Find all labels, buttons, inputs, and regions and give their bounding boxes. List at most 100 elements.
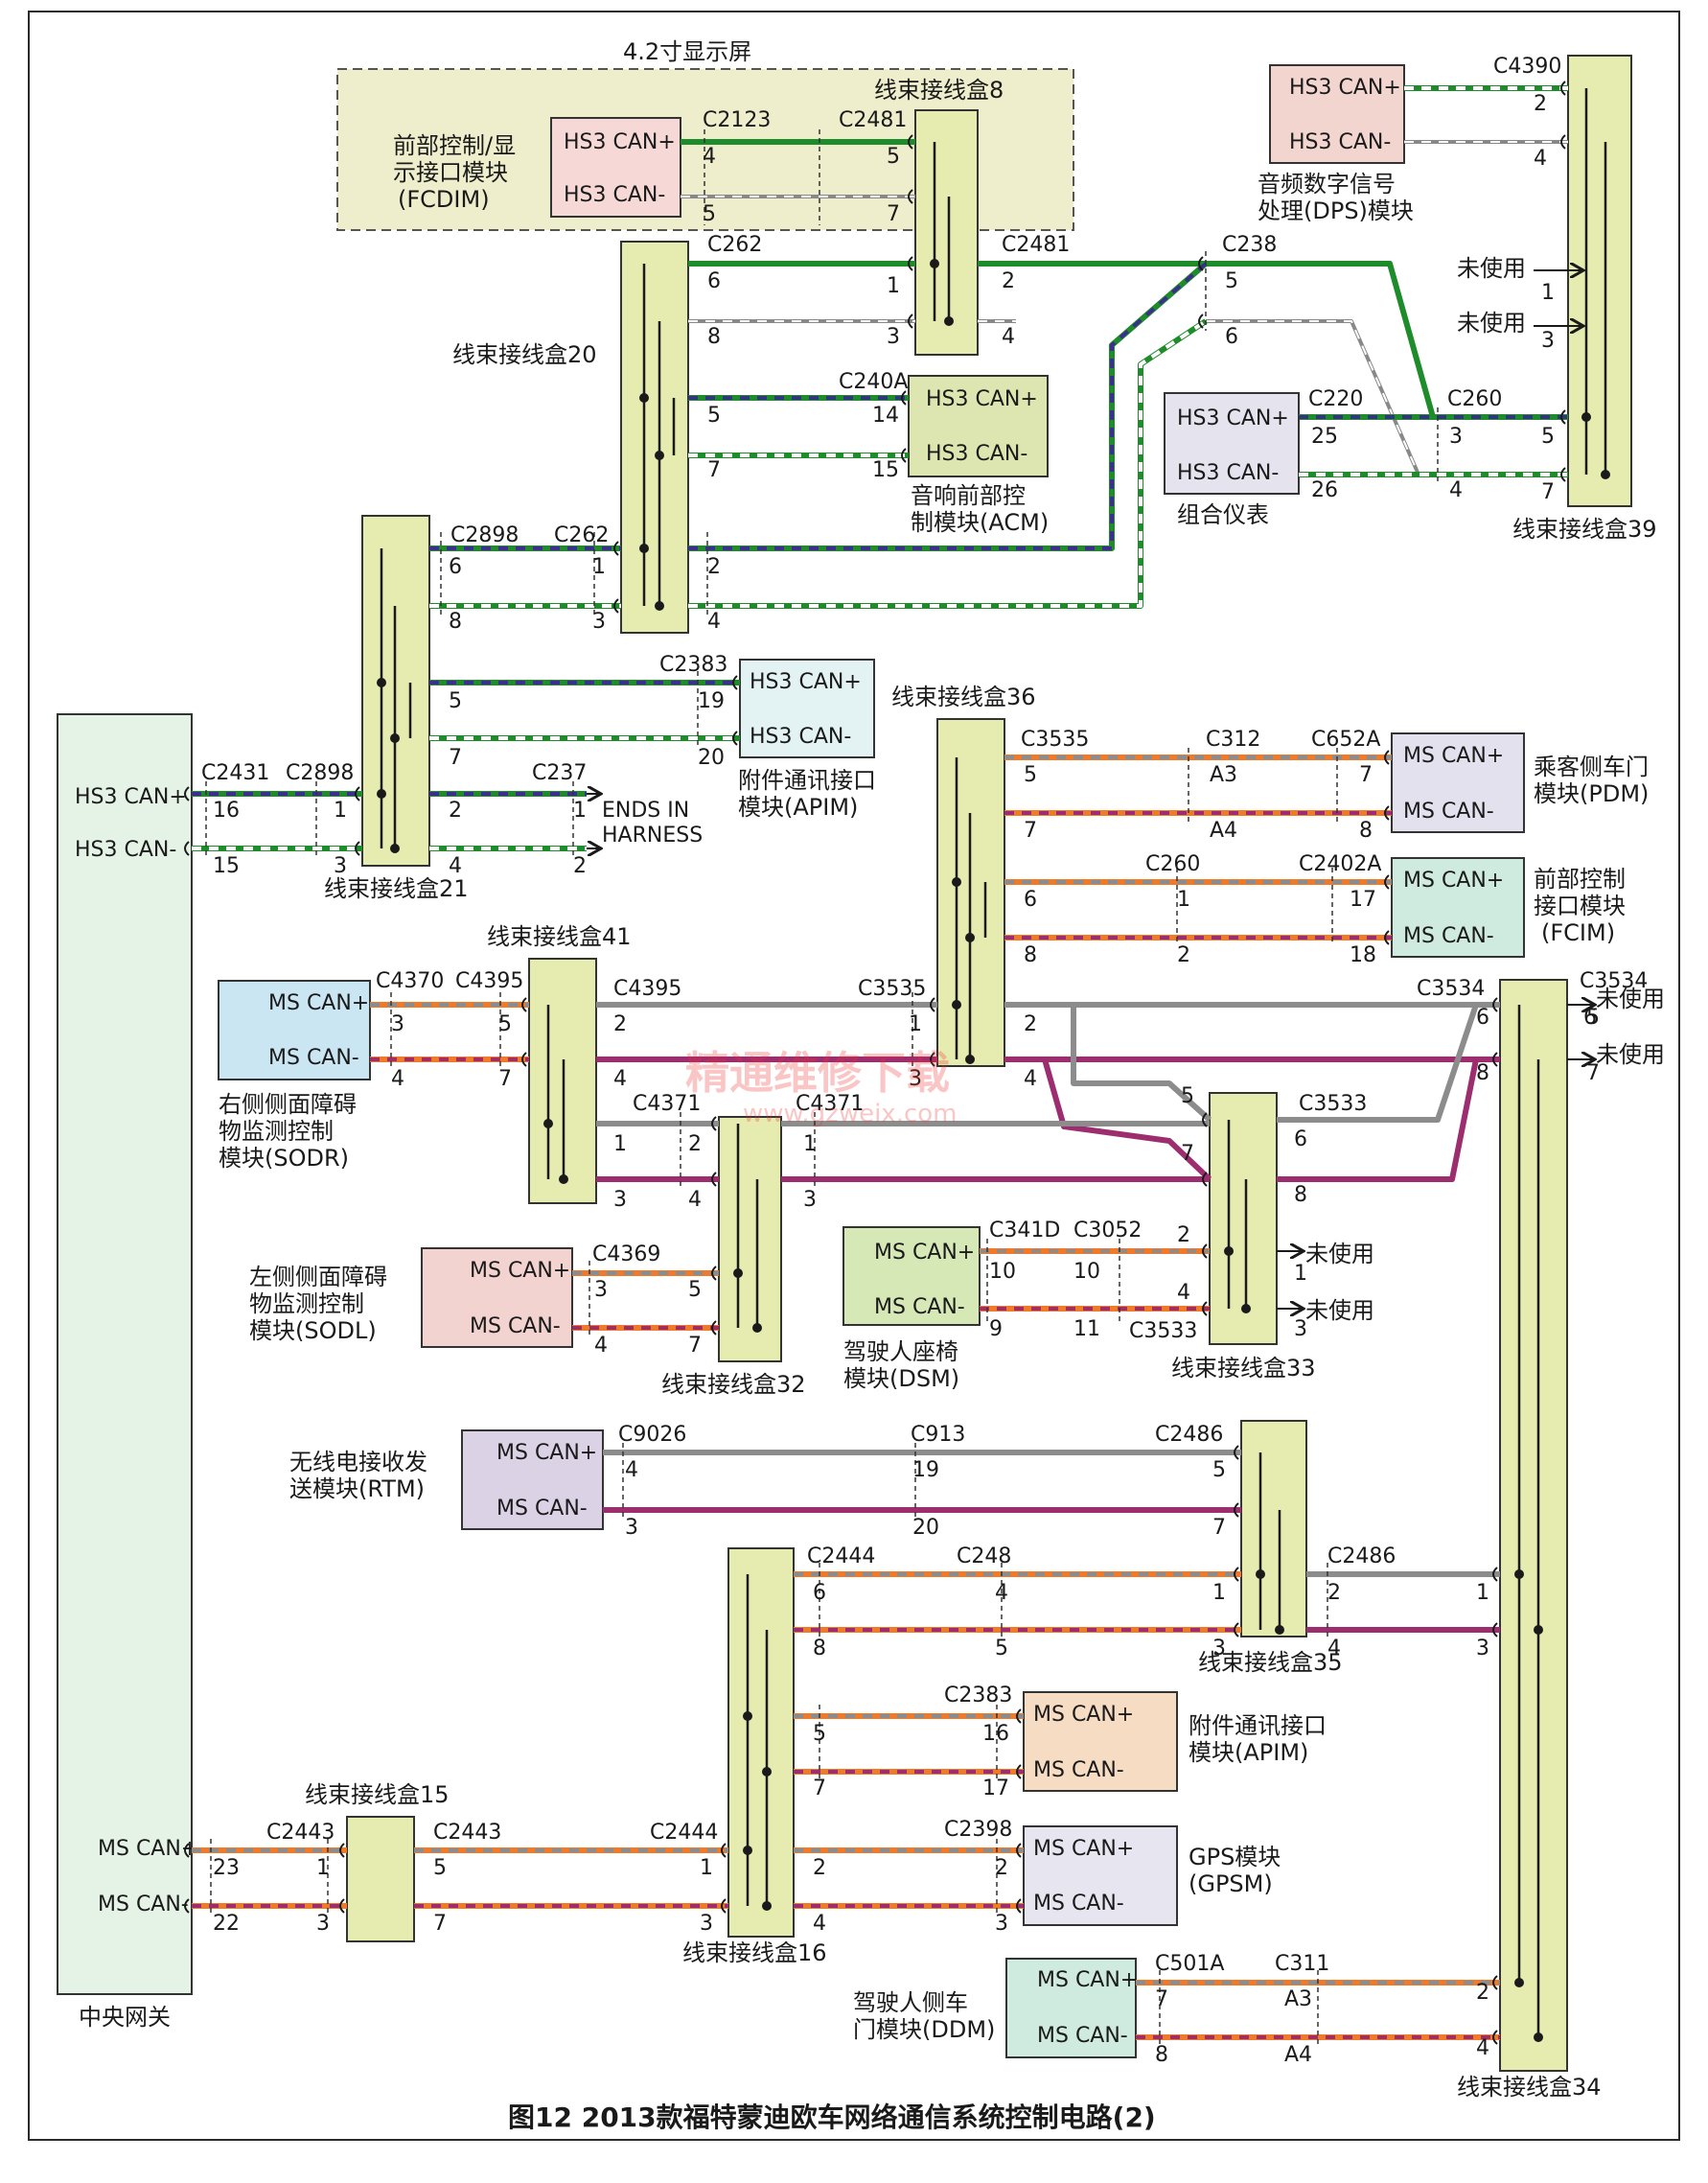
junction-box-35 [1240,1420,1307,1637]
unused-34-7: 未使用 [1596,1041,1665,1068]
splice-dot [743,1846,752,1855]
splice-dot [1241,1304,1251,1313]
pin: 3 [909,1067,922,1091]
conn-c341d: C341D [989,1219,1060,1242]
connector-symbol [1384,750,1390,765]
pin: 7 [707,458,721,482]
pin: 4 [688,1188,702,1212]
pin: 2 [995,1856,1008,1880]
connector-symbol [1492,1975,1498,1990]
gpsm-can-plus: MS CAN+ [1033,1837,1134,1861]
conn-c3535-mid: C3535 [858,977,926,1001]
wire-jb33-to-jb34-minus [1277,1058,1479,1182]
conn-c4371-left: C4371 [633,1092,701,1116]
splice-dot [1256,1569,1265,1579]
conn-c312: C312 [1206,728,1260,752]
ends-in-harness-1: ENDS IN [602,799,689,823]
pin: 16 [213,799,240,823]
connector-labels: C2123 C2481 C2481 C262 C238 C4390 C240A … [201,55,1648,1976]
pin: 3 [391,1012,404,1036]
connector-symbol [721,1843,727,1858]
pin: 8 [1476,1061,1489,1085]
pin: 23 [213,1856,240,1880]
pin: 3 [592,610,606,634]
pin: 1 [592,555,606,579]
conn-c260-mid: C260 [1145,852,1200,876]
module-pin-labels: HS3 CAN+ HS3 CAN- HS3 CAN+ HS3 CAN- HS3 … [268,76,1504,2048]
jb8-label: 线束接线盒8 [874,77,1004,104]
splice-dot [733,1268,743,1278]
pin: 7 [1212,1516,1226,1540]
connector-symbol [1198,314,1204,329]
wire-jb20-4-to-c238 [688,318,1208,609]
module-acm [908,375,1049,477]
pin: 4 [449,854,462,878]
ddm-can-minus: MS CAN- [1037,2024,1128,2048]
fcim-name-1: 前部控制 [1534,866,1626,893]
pin: 15 [872,458,899,482]
conn-c240a: C240A [839,370,908,394]
module-gpsm [1023,1825,1178,1926]
connector-symbol [184,786,190,801]
dps-can-plus: HS3 CAN+ [1289,76,1401,100]
sodr-can-plus: MS CAN+ [268,991,369,1015]
fcim-can-minus: MS CAN- [1403,924,1494,948]
splice-dot [639,393,649,403]
pin: 4 [1024,1067,1037,1091]
sodl-can-minus: MS CAN- [470,1314,561,1338]
connector-symbol [355,841,360,856]
pin-numbers: 4 5 5 7 1 3 2 4 2 4 1 3 5 7 5 6 6 8 5 7 … [213,92,1600,2067]
pin: 5 [1024,763,1037,787]
connector-symbol [1202,1301,1208,1316]
sodr-name-1: 右侧侧面障碍 [219,1091,357,1118]
pin: 5 [707,404,721,428]
connector-symbol [1560,134,1566,150]
sodl-name-1: 左侧侧面障碍 [249,1264,387,1290]
conn-c220: C220 [1308,387,1363,411]
connector-symbol [711,1320,717,1335]
pin: 3 [1449,425,1463,449]
watermark-text: 精通维修下载 [685,1047,950,1099]
splice-dot [655,451,664,460]
pin: 3 [334,854,347,878]
connector-symbol [711,1116,717,1131]
module-ipc [1164,392,1300,495]
central-gateway [57,713,193,1995]
pin: 1 [803,1132,817,1156]
connector-symbol [1492,2030,1498,2045]
fcdim-name-1: 前部控制/显 [393,132,516,159]
rtm-can-plus: MS CAN+ [496,1441,597,1465]
pin: 1 [1541,281,1555,305]
conn-c4390: C4390 [1493,55,1561,79]
splice-dot [965,1055,975,1064]
pin: 6 [1476,1006,1489,1030]
module-ddm [1005,1958,1137,2058]
conn-c2486-top: C2486 [1155,1423,1223,1447]
splice-dot [965,933,975,942]
conn-c262-bot: C262 [554,523,609,547]
connector-symbol [930,1052,935,1067]
gpsm-name-1: GPS模块 [1189,1844,1281,1870]
pin: 4 [1177,1281,1190,1305]
splice-dot [377,678,386,687]
connector-symbol [908,256,913,271]
connector-symbol [1016,1708,1022,1724]
pin: 2 [813,1856,826,1880]
pin: 3 [700,1912,713,1936]
fcim-name-2: 接口模块 [1534,893,1626,919]
pin: 6 [813,1581,826,1605]
splice-dot [952,877,961,887]
connector-symbol [930,997,935,1012]
pin: 5 [995,1637,1008,1660]
pin: 15 [213,854,240,878]
module-sodl [421,1247,573,1348]
pin: 4 [594,1334,608,1358]
pin: 10 [1073,1260,1100,1284]
pin: 19 [912,1458,939,1482]
unused-34-5: 未使用 [1596,986,1665,1012]
splice-dot [944,316,954,326]
dsm-can-minus: MS CAN- [874,1295,965,1319]
splice-dot [752,1323,762,1333]
apim-hs-name-2: 模块(APIM) [738,794,858,821]
pin: 25 [1311,425,1338,449]
